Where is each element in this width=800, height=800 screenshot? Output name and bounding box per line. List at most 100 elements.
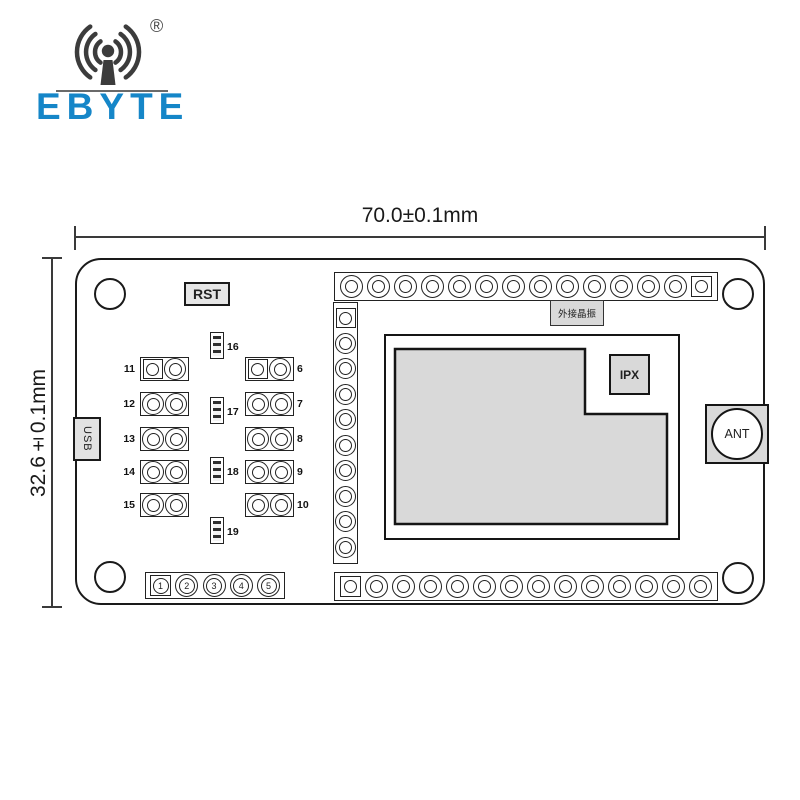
pin-pad-round xyxy=(554,575,577,598)
pin-pad-round xyxy=(247,494,269,516)
pin-label: 10 xyxy=(297,499,309,511)
pin-pad-round xyxy=(608,575,631,598)
jumper-pad-row xyxy=(140,493,189,517)
dimension-tick xyxy=(42,257,62,259)
pin-pad-round xyxy=(335,434,356,456)
pin-pad-square xyxy=(335,308,356,328)
pin-pad-round xyxy=(247,428,269,450)
pin-pad-round xyxy=(335,358,356,380)
pin-pad-round xyxy=(142,428,164,450)
width-dimension-label: 70.0±0.1mm xyxy=(361,204,479,227)
pin-pad-round xyxy=(527,575,550,598)
pin-label: 8 xyxy=(297,433,303,445)
pin-pad-round xyxy=(664,275,687,298)
bottom-pin-header xyxy=(334,572,718,601)
pin-pad-round xyxy=(367,275,390,298)
pin-pad-square xyxy=(691,276,712,297)
height-dimension-label: 32.6±0.1mm xyxy=(27,368,50,498)
smd-component xyxy=(210,332,224,359)
logo-underline xyxy=(56,90,168,92)
pin-pad-round xyxy=(556,275,579,298)
jumper-pad-row xyxy=(245,392,294,416)
pin-pad-round xyxy=(142,393,164,415)
pin-pad-round xyxy=(165,428,187,450)
pin-pad-round xyxy=(473,575,496,598)
brand-name-text: EBYTE xyxy=(36,86,190,127)
pin-pad-round xyxy=(335,536,356,558)
pin-pad-round xyxy=(448,275,471,298)
component-label: 19 xyxy=(227,526,239,538)
pin-pad-round: 5 xyxy=(257,574,280,597)
pin-pad-round xyxy=(335,460,356,482)
pin-pad-round xyxy=(500,575,523,598)
usb-connector: USB xyxy=(73,417,101,461)
mounting-hole xyxy=(722,562,754,594)
jumper-pad-row xyxy=(140,460,189,484)
pin-pad-round xyxy=(392,575,415,598)
pin-pad-round xyxy=(335,383,356,405)
dimension-tick xyxy=(42,606,62,608)
external-crystal-label: 外接晶振 xyxy=(550,300,604,326)
pin-pad-square xyxy=(247,359,268,379)
pin-pad-round xyxy=(165,461,187,483)
pin-pad-round: 2 xyxy=(175,574,199,597)
registered-trademark-symbol: ® xyxy=(150,16,164,36)
pin-pad-round xyxy=(394,275,417,298)
pin-pad-round: 4 xyxy=(229,574,253,597)
ant-connector: ANT xyxy=(711,408,763,460)
smd-component xyxy=(210,397,224,424)
jumper-pad-row xyxy=(245,357,294,381)
pin-pad-round xyxy=(270,494,292,516)
pin-pad-square: 1 xyxy=(150,575,171,596)
dimension-tick xyxy=(74,226,76,250)
pin-pad-round xyxy=(270,393,292,415)
mounting-hole xyxy=(94,278,126,310)
pin-pad-round xyxy=(247,461,269,483)
pin-pad-round xyxy=(335,332,356,354)
component-label: 17 xyxy=(227,406,239,418)
jumper-pad-row xyxy=(245,427,294,451)
pin-pad-round xyxy=(689,575,712,598)
pin-pad-round xyxy=(635,575,658,598)
pin-pad-round xyxy=(269,358,292,380)
pin-label: 9 xyxy=(297,466,303,478)
pin-label: 14 xyxy=(123,466,135,478)
pin-label: 12 xyxy=(123,398,135,410)
module-shield-can xyxy=(393,347,669,526)
jumper-pad-row xyxy=(140,392,189,416)
pin-pad-round xyxy=(164,358,187,380)
ipx-antenna-connector: IPX xyxy=(609,354,650,395)
pin-pad-round xyxy=(335,485,356,507)
height-dimension-line xyxy=(51,258,53,607)
pin-pad-round: 3 xyxy=(202,574,226,597)
pin-pad-round xyxy=(637,275,660,298)
jumper-pad-row xyxy=(140,357,189,381)
left-pin-header xyxy=(333,302,358,564)
pin-pad-round xyxy=(247,393,269,415)
pin-pad-round xyxy=(475,275,498,298)
mounting-hole xyxy=(722,278,754,310)
pin-label: 13 xyxy=(123,433,135,445)
pin-pad-round xyxy=(165,393,187,415)
jumper-pad-row xyxy=(245,460,294,484)
dimension-tick xyxy=(764,226,766,250)
pin-pad-round xyxy=(270,428,292,450)
pin-label: 15 xyxy=(123,499,135,511)
pin-pad-round xyxy=(581,575,604,598)
pin-pad-round xyxy=(270,461,292,483)
pin-pad-round xyxy=(365,575,388,598)
pin-pad-round xyxy=(583,275,606,298)
pin-pad-round xyxy=(335,409,356,431)
pin-pad-round xyxy=(142,494,164,516)
antenna-logo-icon xyxy=(74,24,142,85)
pin-pad-square xyxy=(340,576,361,597)
width-dimension-line xyxy=(75,236,765,238)
jumper-pad-row xyxy=(140,427,189,451)
pin-pad-round xyxy=(446,575,469,598)
smd-component xyxy=(210,457,224,484)
pin-label: 6 xyxy=(297,363,303,375)
pin-label: 7 xyxy=(297,398,303,410)
pin-pad-round xyxy=(421,275,444,298)
reset-button: RST xyxy=(184,282,230,306)
